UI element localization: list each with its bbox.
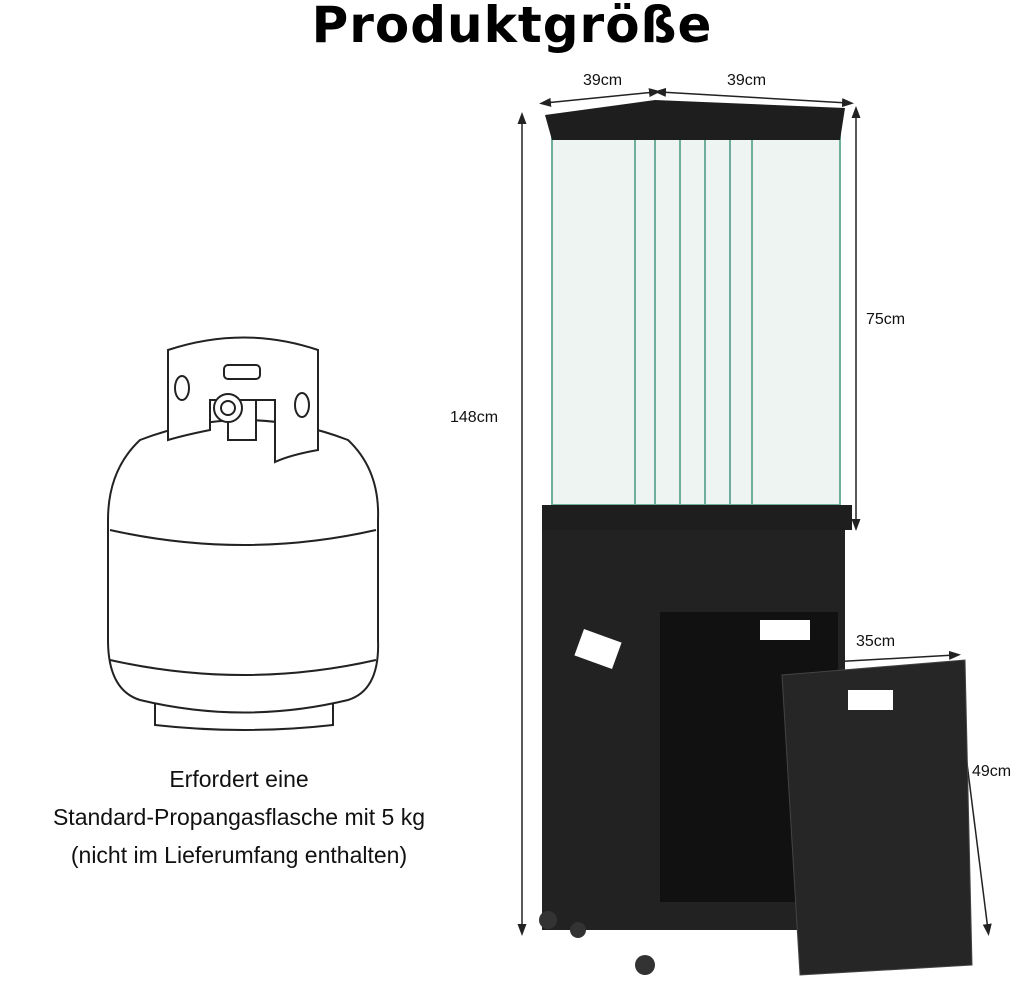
dimension-top-width-right: 39cm	[727, 72, 767, 89]
propane-tank-drawing	[107, 336, 380, 731]
page-title: Produktgröße	[311, 0, 713, 54]
caption-line-2: Standard-Propangasflasche mit 5 kg	[52, 804, 426, 830]
dimension-door-width: 35cm	[856, 633, 896, 650]
patio-heater-drawing	[539, 100, 973, 976]
dimension-glass-height: 75cm	[866, 311, 906, 328]
tank-caption: Erfordert eine Standard-Propangasflasche…	[0, 760, 478, 874]
dimension-top-width-left: 39cm	[583, 72, 623, 89]
dimension-door-height: 49cm	[972, 763, 1012, 780]
caption-line-3: (nicht im Lieferumfang enthalten)	[70, 842, 408, 868]
dimension-total-height: 148cm	[450, 409, 499, 426]
caption-line-1: Erfordert eine	[169, 766, 309, 792]
